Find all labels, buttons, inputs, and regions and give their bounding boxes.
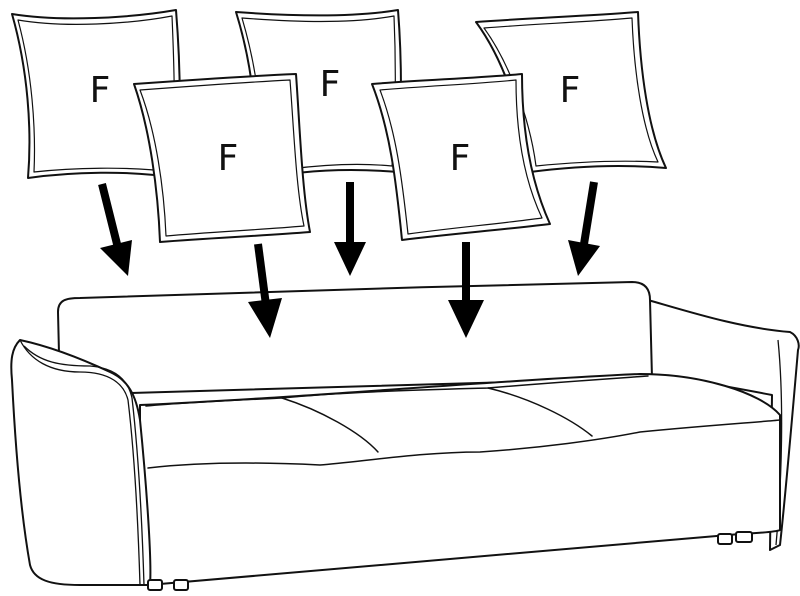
cushion-label: F — [90, 70, 111, 111]
cushion-label: F — [560, 70, 581, 111]
arrow-4 — [448, 242, 484, 338]
arrow-2 — [248, 243, 282, 338]
arrows — [98, 181, 600, 338]
sofa-foot-far-right — [717, 533, 733, 545]
arrow-5 — [568, 181, 600, 276]
seat-front-edge — [147, 419, 781, 469]
cushion-4: F — [133, 73, 311, 243]
sofa-foot-left — [147, 579, 163, 591]
cushion-label: F — [320, 64, 341, 105]
arrow-1 — [98, 183, 132, 276]
sofa-foot-right — [735, 531, 753, 543]
sofa-left-armrest-roll — [19, 339, 141, 586]
sofa — [10, 281, 800, 591]
seat-back-edge — [145, 375, 649, 407]
sofa-left-armrest-piping — [23, 345, 145, 586]
seat-divider-left — [281, 397, 379, 453]
sofa-backrest — [57, 281, 653, 396]
cushion-5: F — [371, 73, 551, 241]
seat-divider-right — [487, 387, 593, 437]
cushion-label: F — [218, 138, 239, 179]
cushion-label: F — [450, 138, 471, 179]
arrow-3 — [334, 182, 366, 276]
sofa-foot-center — [173, 579, 189, 591]
sofa-base — [139, 373, 781, 586]
